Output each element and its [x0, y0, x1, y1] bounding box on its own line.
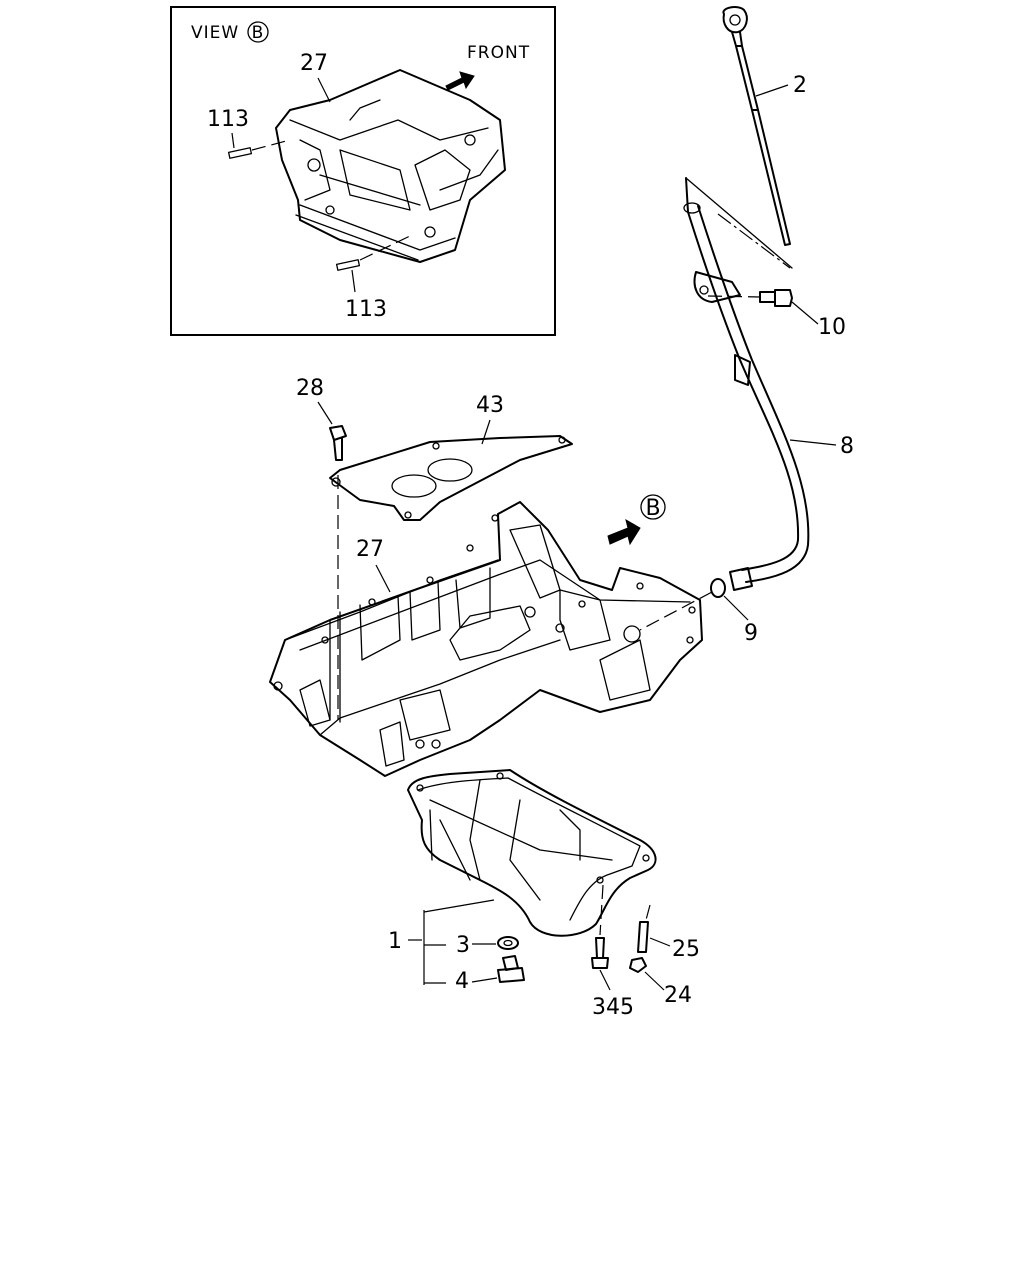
o-ring-9: 9 [639, 578, 758, 646]
guide-tube: 8 [683, 177, 854, 591]
front-arrow-icon [445, 71, 475, 91]
washer-icon [497, 936, 519, 950]
inset-block-icon [275, 69, 506, 263]
bolt-28: 28 [296, 376, 347, 720]
plate-43: 43 [329, 393, 573, 521]
callout-113-bottom: 113 [345, 297, 387, 322]
callout-25: 25 [672, 937, 700, 962]
nut-icon [629, 957, 647, 973]
stud-icon [637, 921, 649, 953]
callout-2: 2 [793, 73, 807, 98]
callout-9: 9 [744, 621, 758, 646]
bolt-head-345-icon [591, 957, 609, 969]
inset-view-label: VIEW [191, 23, 239, 43]
drain-plug-4: 4 [455, 955, 525, 994]
inset-view-marker: B [252, 23, 265, 43]
callout-24: 24 [664, 983, 692, 1008]
bolt-10: 10 [707, 289, 846, 340]
dowel-pin-top-icon [227, 147, 253, 159]
view-b-arrow-icon [607, 518, 641, 546]
callout-1: 1 [388, 929, 402, 954]
dipstick-handle-icon [722, 6, 748, 34]
callout-28: 28 [296, 376, 324, 401]
inset-frame [170, 6, 556, 336]
front-label: FRONT [467, 43, 530, 63]
callout-27-inset: 27 [300, 51, 328, 76]
dipstick: 2 [722, 6, 807, 246]
dowel-pin-bottom-icon [335, 259, 361, 271]
o-ring-icon [710, 578, 726, 598]
callout-113-top: 113 [207, 107, 249, 132]
nut-24: 24 [629, 957, 692, 1008]
drain-washer-3: 3 [456, 933, 519, 958]
view-b-circle-icon [247, 21, 269, 43]
bolt-head-icon [329, 425, 347, 441]
oil-pan-icon [407, 769, 657, 937]
tube-top-icon [683, 202, 701, 214]
view-b-main-letter: B [645, 496, 660, 521]
ladder-frame-27: 27 [269, 501, 703, 777]
inset-view-b: VIEW B FRONT 113 113 [170, 6, 556, 336]
callout-3: 3 [456, 933, 470, 958]
callout-43: 43 [476, 393, 504, 418]
stud-25: 25 [637, 904, 700, 962]
view-b-main-circle-icon [640, 494, 666, 520]
callout-4: 4 [455, 969, 469, 994]
callout-345: 345 [592, 995, 634, 1020]
oil-pan: 1 [388, 769, 657, 985]
baffle-plate-icon [329, 435, 573, 521]
bolt-345: 345 [591, 884, 634, 1020]
callout-10: 10 [818, 315, 846, 340]
callout-27-main: 27 [356, 537, 384, 562]
callout-8: 8 [840, 434, 854, 459]
view-b-marker: B [607, 494, 666, 546]
